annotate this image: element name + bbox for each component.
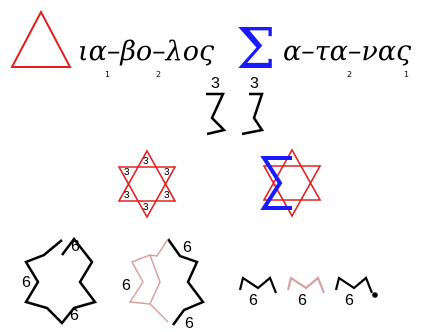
hexagram-with-threes: 3 3 3 3 3 3 <box>117 149 177 219</box>
six-label: 6 <box>71 238 80 255</box>
word-satanas: α–τα–νας <box>283 36 412 67</box>
syllable-subscript-1: 1 <box>105 70 110 79</box>
sigma-half-star: 6 6 6 <box>122 238 205 332</box>
hexagram-with-sigma <box>260 148 322 218</box>
zigzag-left: 3 <box>206 75 227 136</box>
six-label: 6 <box>122 277 131 294</box>
six-label: 6 <box>183 239 192 256</box>
six-label: 6 <box>22 274 31 291</box>
zigzag-right: 3 <box>241 75 265 136</box>
hexagram-label: 3 <box>164 167 170 178</box>
zigzag-label: 3 <box>211 75 220 92</box>
wave-chain: 6 6 6 <box>238 276 378 309</box>
syllable-subscript-3: 2 <box>347 70 352 79</box>
six-label: 6 <box>345 292 354 309</box>
hexagram-label: 3 <box>164 190 170 201</box>
hexagram-label: 3 <box>143 202 149 213</box>
red-triangle <box>10 9 72 68</box>
six-label: 6 <box>298 292 307 309</box>
word-diabolos: ια–βο–λος <box>78 36 215 67</box>
syllable-subscript-4: 1 <box>404 70 409 79</box>
hexagram-label: 3 <box>124 190 130 201</box>
sigma-symbol: Σ <box>236 17 276 82</box>
syllable-subscript-2: 2 <box>156 70 161 79</box>
six-star-outline: 6 6 6 <box>22 236 98 325</box>
end-dot <box>372 292 378 298</box>
sigma-overlay <box>260 156 292 210</box>
six-label: 6 <box>70 307 79 324</box>
six-label: 6 <box>249 292 258 309</box>
zigzag-label: 3 <box>250 75 259 92</box>
hexagram-label: 3 <box>124 167 130 178</box>
hexagram-label: 3 <box>143 156 149 167</box>
six-label: 6 <box>185 315 194 332</box>
